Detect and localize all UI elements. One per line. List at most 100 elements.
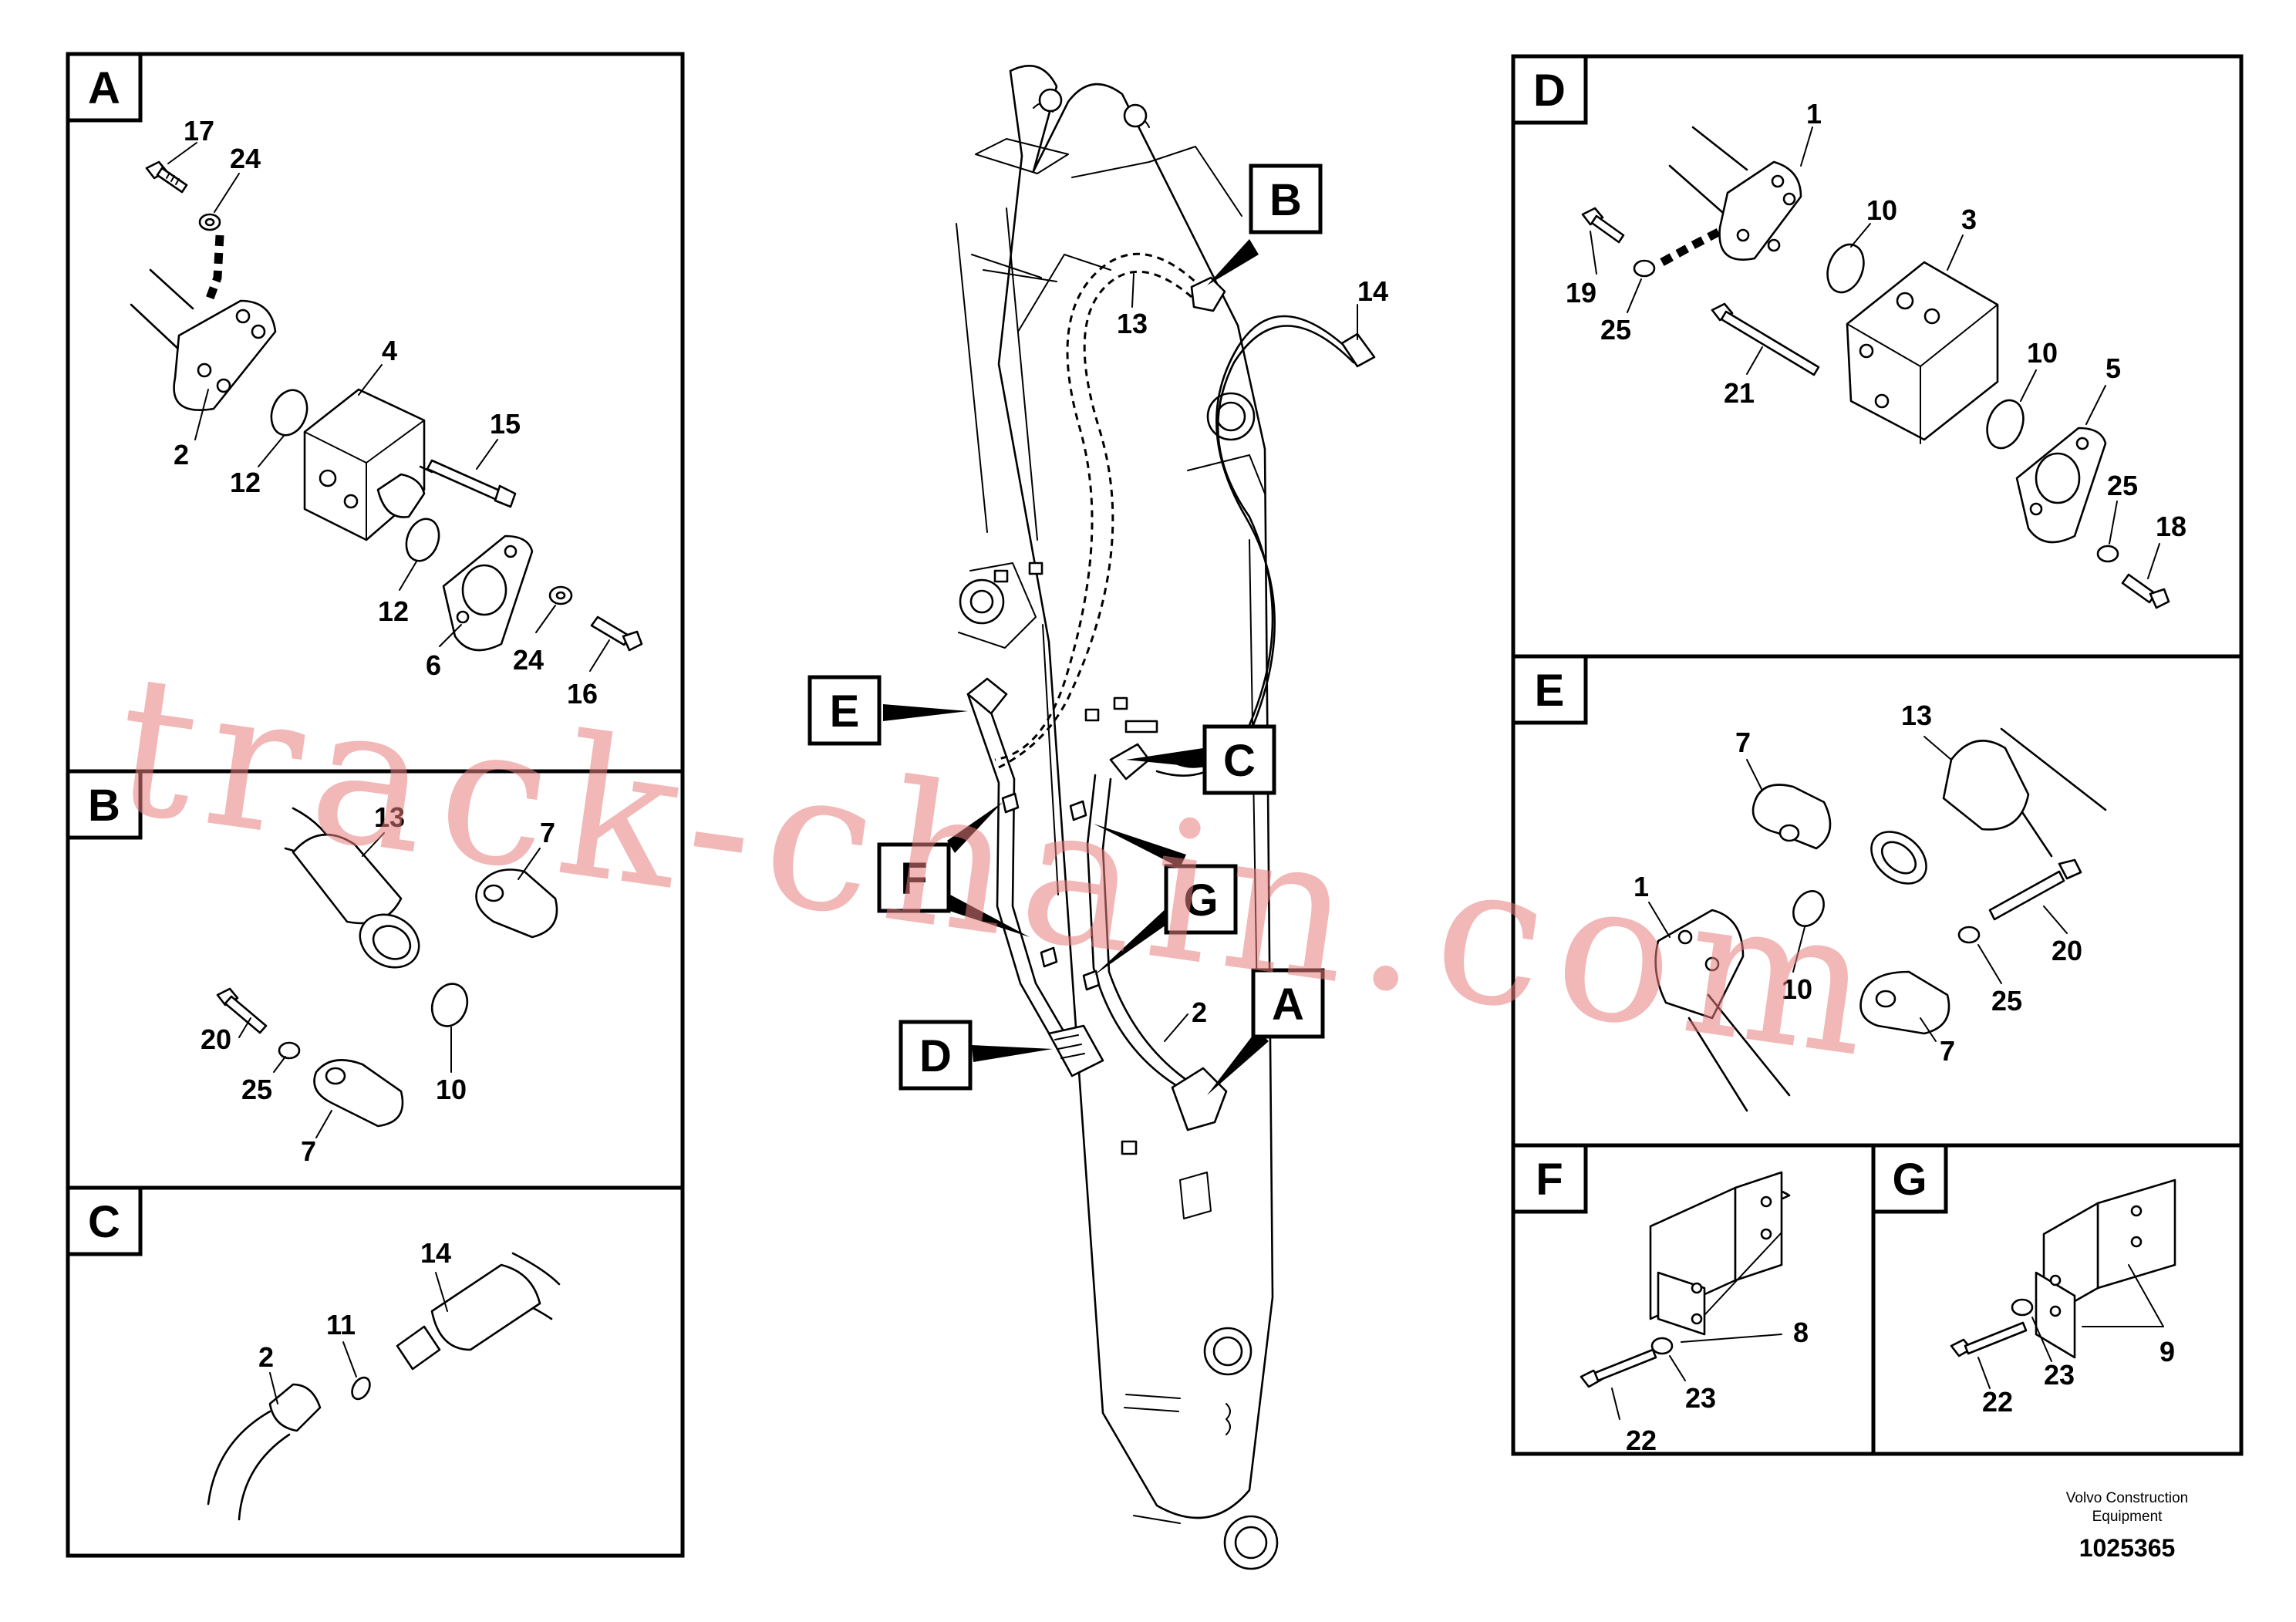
callout-a-2: 2 — [174, 439, 189, 470]
panel-letter-boxes: A B C D E F G — [66, 52, 1948, 1256]
bolt-17 — [145, 160, 188, 194]
svg-text:D: D — [1533, 66, 1566, 116]
svg-text:A: A — [1272, 980, 1304, 1030]
washer-23-g — [2011, 1298, 2034, 1317]
callout-f-8: 8 — [1793, 1317, 1809, 1348]
bolt-21 — [1711, 302, 1820, 376]
flag-d: D — [899, 1020, 1053, 1091]
callout-c-11: 11 — [326, 1309, 356, 1340]
callout-main-13: 13 — [1117, 308, 1148, 339]
callout-d-1: 1 — [1806, 98, 1822, 130]
footer: Volvo Construction Equipment 1025365 — [2066, 1490, 2188, 1562]
panel-g-drawing: 9 22 23 — [1950, 1179, 2176, 1418]
callout-g-23: 23 — [2044, 1359, 2075, 1391]
brand-line-2: Equipment — [2092, 1509, 2163, 1525]
hose-14-end-fitting — [1340, 332, 1376, 368]
callout-e-13: 13 — [1901, 700, 1932, 731]
washer-25-d-bottom — [2096, 545, 2119, 563]
main-flags: B E C F G D — [807, 164, 1325, 1095]
callout-a-6: 6 — [426, 649, 441, 681]
bolt-18 — [2121, 573, 2170, 609]
bolt-path-d-dashed — [1660, 228, 1722, 266]
boom-outline — [997, 65, 1274, 1519]
bolt-15 — [426, 459, 517, 508]
bolt-22-g — [1950, 1321, 2028, 1357]
o-ring-10-e — [1792, 890, 1825, 927]
svg-text:E: E — [1535, 666, 1565, 716]
hose-14-solid — [1109, 315, 1376, 781]
hose-13-e-fitting — [1942, 740, 2030, 831]
callout-b-7-bottom: 7 — [301, 1135, 316, 1167]
callout-b-10: 10 — [436, 1074, 467, 1105]
flag-c: C — [1126, 724, 1276, 795]
callout-a-12-top: 12 — [230, 467, 261, 498]
callout-b-13: 13 — [374, 801, 405, 833]
o-ring-10-d-bottom — [1986, 399, 2025, 450]
flag-g: G — [1094, 824, 1238, 976]
callout-main-2: 2 — [1192, 996, 1207, 1028]
svg-text:F: F — [900, 854, 927, 904]
svg-text:C: C — [1223, 736, 1256, 786]
callout-b-7-top: 7 — [540, 817, 555, 848]
hose-14-fitting — [430, 1263, 541, 1351]
hose-2-and-clamps — [966, 677, 1228, 1131]
bolt-22-f — [1580, 1348, 1657, 1388]
callout-a-15: 15 — [490, 408, 521, 440]
svg-text:B: B — [1269, 175, 1302, 225]
hose-2-fitting — [268, 1383, 322, 1432]
o-ring-11 — [351, 1376, 371, 1401]
o-ring-10-d-top — [1826, 243, 1865, 294]
pipe-block-a — [1171, 1067, 1228, 1131]
callout-d-25-bottom: 25 — [2107, 470, 2138, 501]
panel-c-drawing: 14 11 2 — [207, 1237, 561, 1521]
washer-23-f — [1650, 1337, 1674, 1355]
callout-g-9: 9 — [2159, 1336, 2175, 1367]
callout-e-1: 1 — [1633, 871, 1649, 902]
hose-13-e-edge — [2000, 727, 2107, 811]
main-callouts: 13 14 2 — [1117, 273, 1388, 1042]
washer-24-bottom — [548, 585, 573, 605]
callout-b-25: 25 — [241, 1074, 272, 1105]
brand-line-1: Volvo Construction — [2066, 1490, 2188, 1506]
panel-e-drawing: 7 13 1 20 10 25 7 — [1633, 700, 2107, 1112]
callout-b-20: 20 — [201, 1023, 231, 1055]
callout-a-12-bottom: 12 — [378, 595, 409, 627]
bolt-19 — [1581, 207, 1625, 244]
panel-f-label: F — [1511, 1143, 1588, 1214]
svg-text:B: B — [88, 781, 120, 831]
o-ring-12-top — [270, 389, 308, 437]
callout-a-4: 4 — [382, 335, 397, 366]
o-ring-10-b — [430, 983, 469, 1027]
panel-g-label: G — [1871, 1143, 1948, 1214]
callout-d-3: 3 — [1961, 204, 1977, 235]
svg-text:G: G — [1892, 1155, 1927, 1205]
panel-b-label: B — [66, 769, 143, 840]
callout-d-10-bottom: 10 — [2027, 337, 2058, 369]
bolt-path-dashed — [204, 234, 224, 304]
flag-f: F — [877, 802, 1030, 937]
panel-f-drawing: 8 22 23 — [1580, 1171, 1809, 1456]
flag-a: A — [1207, 968, 1325, 1095]
drawing-number: 1025365 — [2079, 1534, 2176, 1562]
callout-c-2: 2 — [258, 1341, 274, 1373]
hose-13-end-fitting — [1190, 276, 1226, 312]
hose-1-e-edge — [1687, 1017, 1748, 1112]
svg-text:C: C — [88, 1197, 120, 1247]
bolt-20-b — [216, 987, 268, 1034]
callout-a-24: 24 — [230, 143, 261, 174]
panel-b-drawing: 13 7 20 25 10 7 — [201, 801, 558, 1167]
svg-text:D: D — [919, 1031, 952, 1081]
flange-1-e — [1654, 909, 1745, 1020]
panel-e-label: E — [1511, 654, 1588, 725]
washer-25-e — [1957, 926, 1981, 944]
o-ring-12-bottom — [405, 518, 440, 562]
hose-2-line — [149, 268, 194, 310]
panel-a-drawing: 17 24 4 2 12 15 12 6 24 16 — [130, 115, 643, 710]
bolt-20-e — [1988, 858, 2082, 921]
boom-drawing — [956, 65, 1279, 1570]
callout-e-20: 20 — [2052, 935, 2082, 966]
callout-g-22: 22 — [1982, 1386, 2013, 1418]
callout-f-22: 22 — [1626, 1425, 1657, 1456]
callout-main-14: 14 — [1357, 275, 1388, 307]
